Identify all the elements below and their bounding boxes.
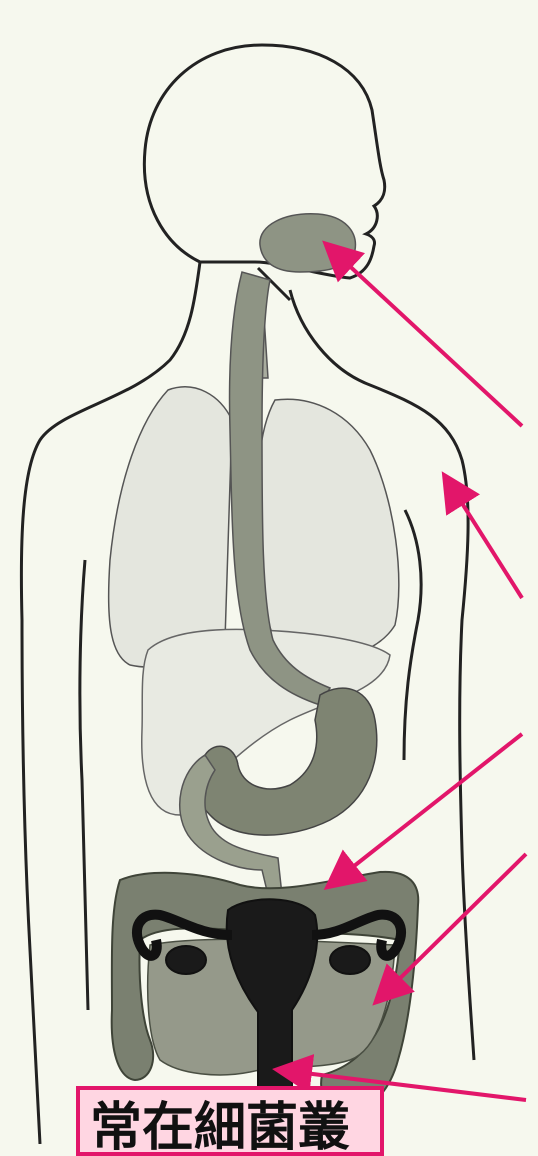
arm-line-left [80, 560, 88, 1010]
caption-box: 常在細菌叢 [76, 1086, 384, 1156]
mouth-cavity [260, 214, 356, 272]
arrow-to-skin [446, 478, 522, 598]
caption-text: 常在細菌叢 [90, 1098, 350, 1156]
right-ovary [330, 946, 370, 974]
left-ovary [166, 946, 206, 974]
arm-line-right [404, 510, 421, 760]
arrow-to-mouth [328, 246, 522, 426]
right-lung [257, 399, 399, 661]
left-lung [109, 387, 232, 667]
